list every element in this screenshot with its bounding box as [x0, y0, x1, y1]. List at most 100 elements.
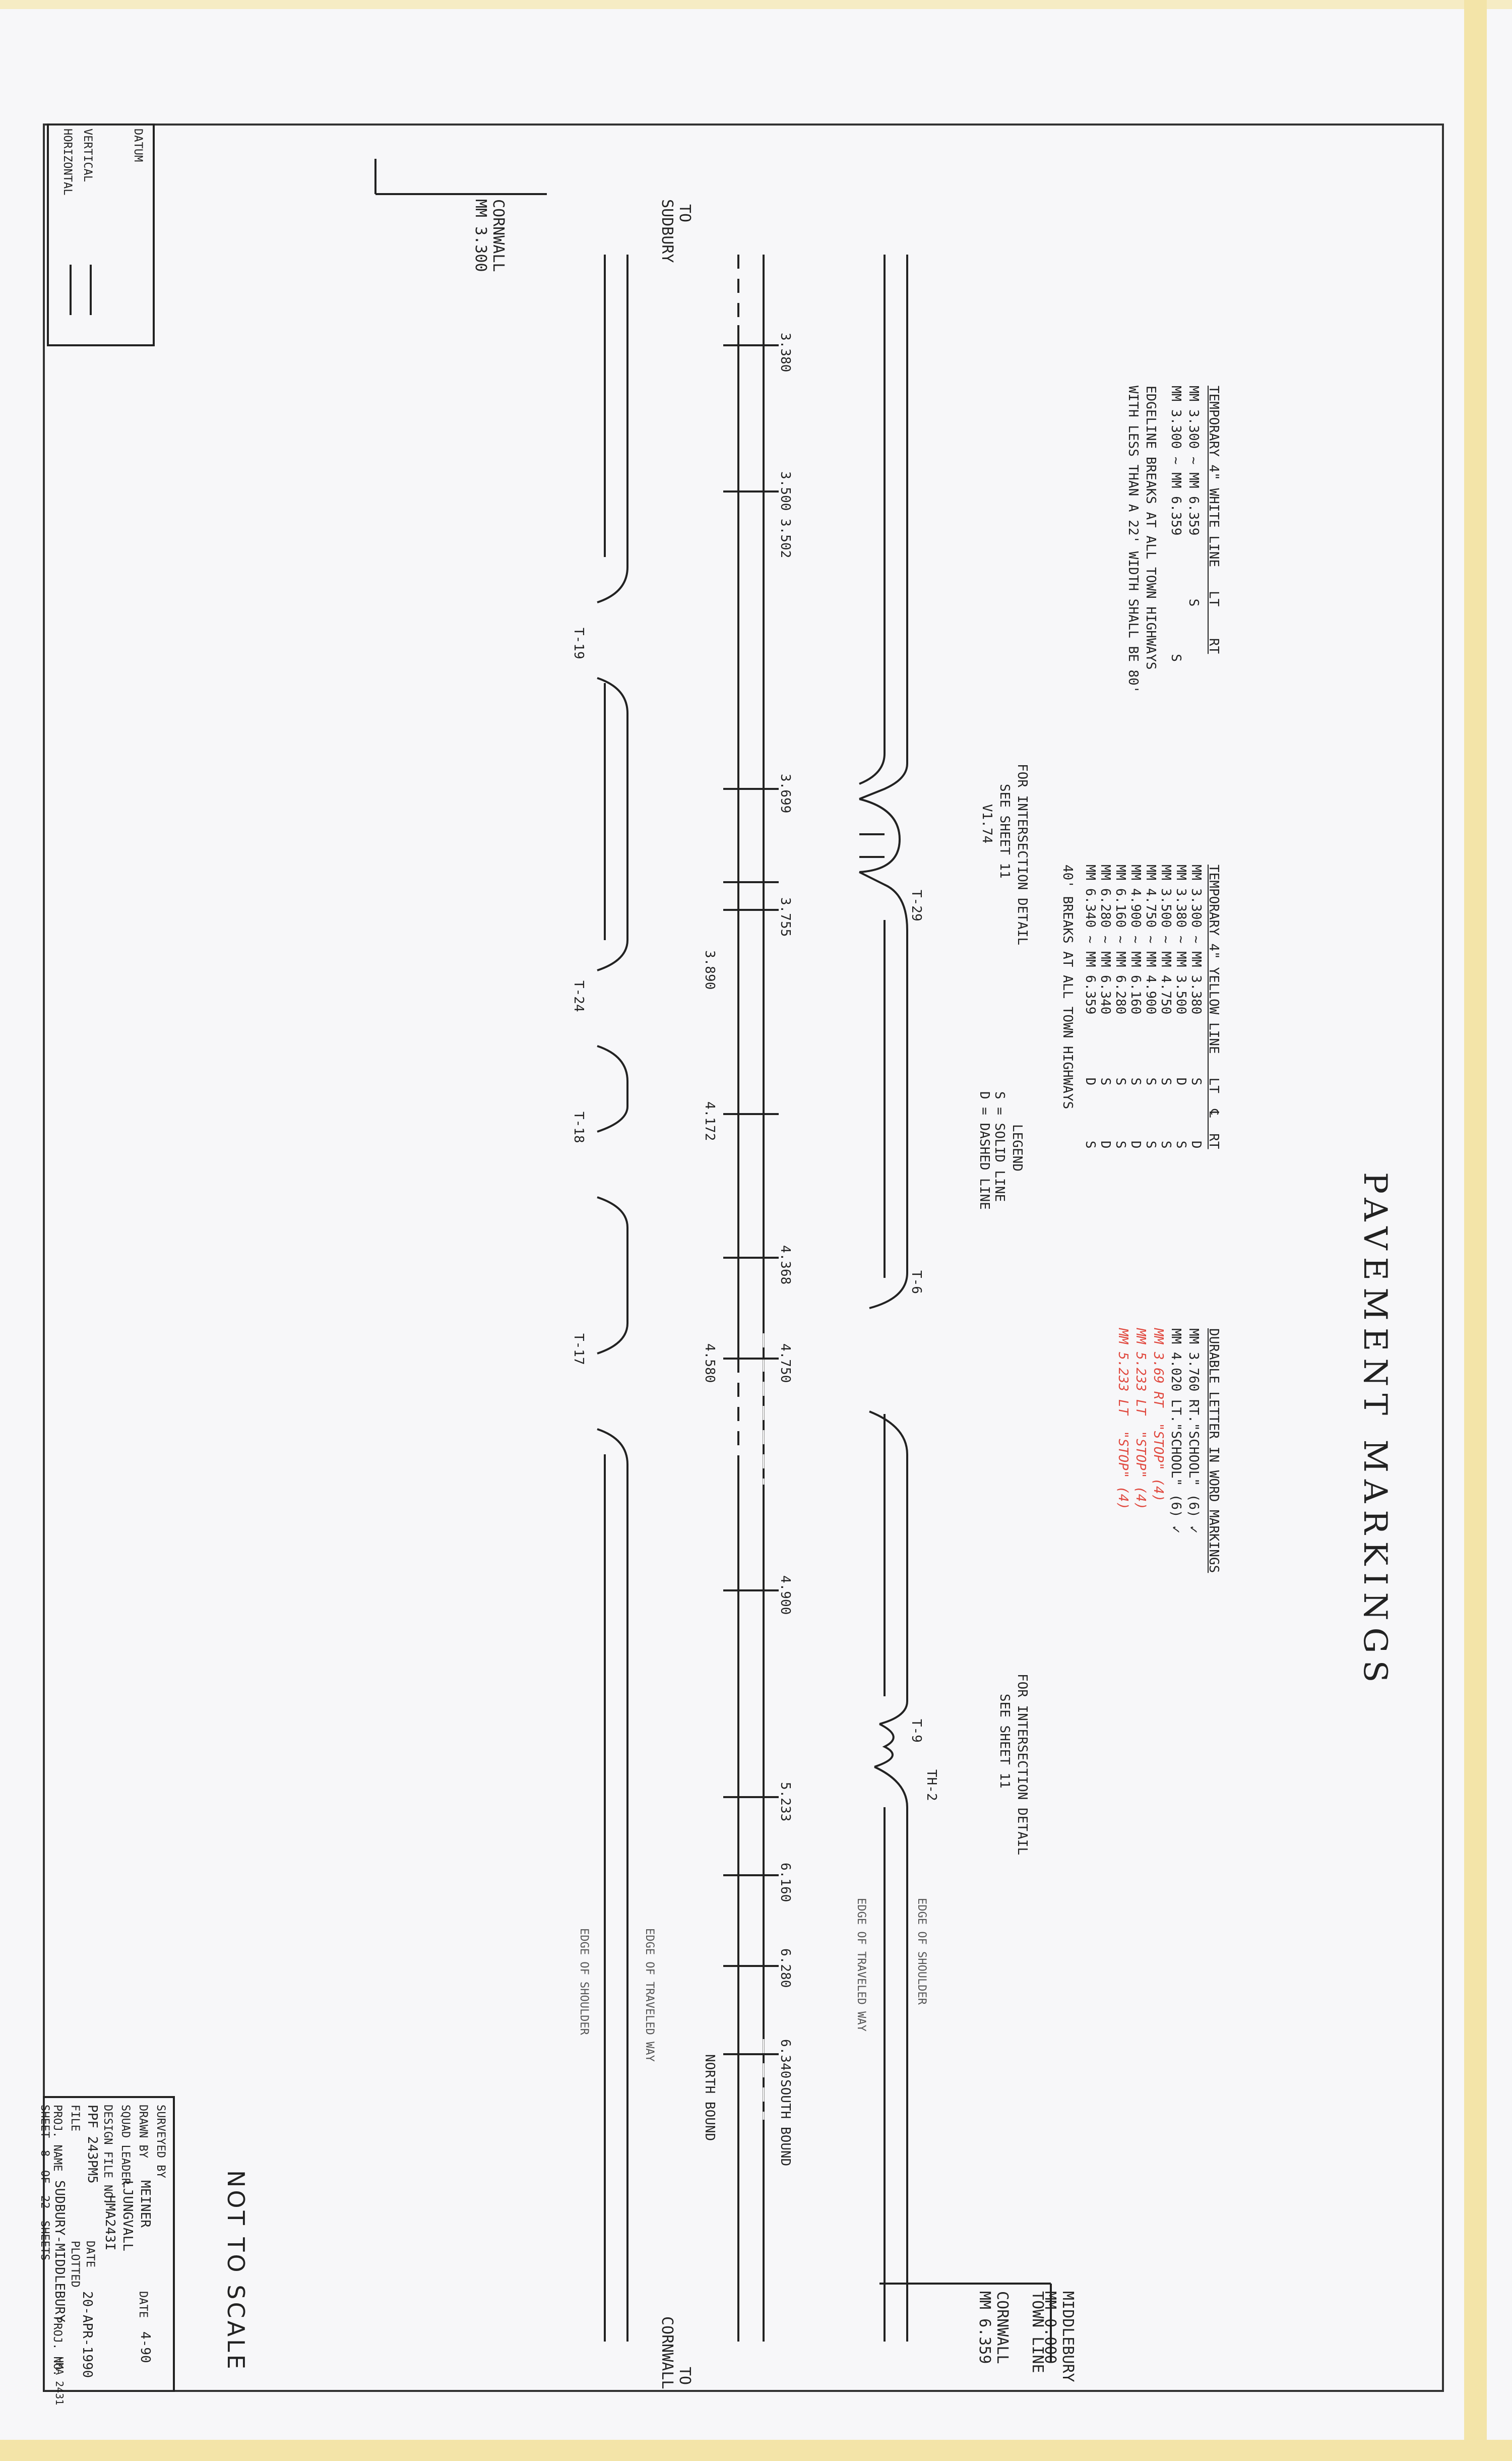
north-shoulder-seg4 — [874, 1766, 908, 2342]
intersection-note-2-line2: SEE SHEET 11 — [997, 1694, 1012, 1789]
datum-horizontal-label: HORIZONTAL — [61, 129, 74, 196]
legend-heading: LEGEND — [1010, 1124, 1025, 1172]
station-ticks — [723, 344, 779, 2055]
west-place: CORNWALL — [489, 199, 507, 272]
road-t18: T-18 — [571, 1112, 586, 1143]
yellow-line-row-5: MM 4.900 ~ MM 6.160 S D — [1128, 865, 1143, 1149]
south-traveled-seg3 — [597, 1045, 628, 1133]
tb-drawn-date: 4-90 — [138, 2331, 153, 2363]
title-block — [43, 2096, 175, 2392]
sheet-yellow-edge — [1464, 0, 1487, 2461]
intersection-note-1-station: V1.74 — [979, 804, 994, 844]
west-dir-to: TO — [676, 204, 694, 223]
tb-file-label: FILE — [69, 2105, 81, 2131]
tb-plotted-label: PLOTTED — [69, 2241, 81, 2288]
durable-handwritten-3: MM 5.233 LT "STOP" (4) — [1115, 1328, 1130, 1510]
road-t17: T-17 — [571, 1333, 586, 1365]
tb-sheet-no: 8 — [38, 2150, 51, 2157]
tb-of-label: OF — [38, 2170, 51, 2184]
label-south-bound: SOUTH BOUND — [778, 2079, 793, 2167]
station-4900: 4.900 — [778, 1575, 793, 1615]
legend-dashed: D = DASHED LINE — [977, 1091, 992, 1210]
legend-solid: S = SOLID LINE — [992, 1091, 1007, 1202]
intersection-note-2-line1: FOR INTERSECTION DETAIL — [1015, 1674, 1030, 1856]
south-traveled-seg5 — [597, 1428, 628, 2342]
north-traveled-seg1 — [859, 255, 886, 785]
durable-header: DURABLE LETTER IN WORD MARKINGS — [1206, 1328, 1221, 1573]
tb-surveyed-by: SURVEYED BY — [154, 2105, 167, 2178]
tb-plotted-date: 20-APR-1990 — [80, 2291, 95, 2378]
durable-handwritten-1: MM 3.69 RT "STOP" (4) — [1151, 1328, 1166, 1502]
tb-proj-no: HMA 2431 — [53, 2357, 66, 2406]
east-place2: MIDDLEBURY — [1059, 2291, 1077, 2382]
station-3500: 3.500 3.502 — [778, 471, 793, 559]
intersection-note-1-line2: SEE SHEET 11 — [997, 784, 1012, 879]
east-mm1: MM 6.359 — [976, 2291, 993, 2364]
tb-squad-leader: SQUAD LEADER — [119, 2105, 132, 2185]
station-3699: 3.699 — [778, 774, 793, 814]
station-3380: 3.380 — [778, 333, 793, 373]
label-north-edge-traveled: EDGE OF TRAVELED WAY — [855, 1898, 867, 2032]
white-line-note-1: EDGELINE BREAKS AT ALL TOWN HIGHWAYS — [1143, 386, 1158, 670]
station-6340: 6.340 — [778, 2039, 793, 2079]
sheet-bottom-edge — [0, 2440, 1512, 2461]
road-t9: T-9 — [909, 1719, 924, 1743]
station-4580: 4.580 — [702, 1343, 717, 1383]
datum-vertical-label: VERTICAL — [81, 129, 94, 182]
station-4368: 4.368 — [778, 1245, 793, 1285]
tb-date2-label: DATE — [84, 2241, 96, 2267]
north-shoulder-seg1 — [859, 255, 908, 800]
tb-sheet-label: SHEET — [38, 2105, 51, 2138]
south-traveled-seg1 — [597, 255, 628, 603]
yellow-line-note: 40' BREAKS AT ALL TOWN HIGHWAYS — [1060, 865, 1075, 1110]
station-3755: 3.755 — [778, 897, 793, 937]
south-traveled-seg4 — [597, 1196, 628, 1355]
tb-squad-name: LJUNGVALL — [120, 2180, 135, 2251]
not-to-scale-note: NOT TO SCALE — [222, 2170, 249, 2372]
yellow-line-row-4: MM 4.750 ~ MM 4.900 S S — [1143, 865, 1158, 1149]
west-mm: MM 3.300 — [472, 199, 489, 272]
yellow-line-row-7: MM 6.280 ~ MM 6.340 S D — [1098, 865, 1113, 1149]
north-shoulder-seg2 — [859, 871, 908, 1309]
road-t6: T-6 — [909, 1270, 924, 1294]
intersection-note-1-line1: FOR INTERSECTION DETAIL — [1015, 764, 1030, 946]
durable-row-2: MM 4.020 LT."SCHOOL" (6) ✓ — [1168, 1328, 1183, 1533]
tb-sheets-total: 22 — [38, 2195, 51, 2209]
datum-box — [47, 124, 155, 346]
south-traveled-seg2 — [597, 677, 628, 971]
white-line-note-2: WITH LESS THAN A 22' WIDTH SHALL BE 80' — [1125, 386, 1141, 694]
yellow-line-row-2: MM 3.380 ~ MM 3.500 D S — [1173, 865, 1188, 1149]
yellow-line-row-6: MM 6.160 ~ MM 6.280 S S — [1113, 865, 1128, 1149]
road-t24: T-24 — [571, 980, 586, 1012]
datum-heading: DATUM — [132, 129, 144, 162]
station-4750: 4.750 — [778, 1343, 793, 1383]
tb-sheets-label: SHEETS — [38, 2221, 51, 2261]
yellow-line-row-1: MM 3.300 ~ MM 3.380 S D — [1188, 865, 1204, 1149]
roadway-plan — [43, 124, 1052, 2392]
west-dir-place: SUDBURY — [658, 199, 676, 263]
north-intersection-1 — [859, 798, 901, 873]
drawing-frame — [43, 124, 1444, 2392]
station-3890: 3.890 — [702, 950, 717, 990]
north-intersection-1-lanes — [859, 833, 885, 858]
durable-row-1: MM 3.760 RT."SCHOOL" (6) ✓ — [1186, 1328, 1201, 1533]
yellow-line-row-8: MM 6.340 ~ MM 6.359 D S — [1083, 865, 1098, 1149]
station-4172: 4.172 — [702, 1101, 717, 1141]
label-north-edge-shoulder: EDGE OF SHOULDER — [915, 1898, 928, 2005]
tb-proj-name: SUDBURY-MIDDLEBURY — [52, 2180, 67, 2322]
east-place1: CORNWALL — [993, 2291, 1011, 2364]
east-dir-to: TO — [676, 2367, 694, 2385]
label-south-edge-shoulder: EDGE OF SHOULDER — [578, 1928, 590, 2035]
yellow-line-header: TEMPORARY 4" YELLOW LINE LT ℄ RT — [1206, 865, 1221, 1149]
tb-design-file-label: DESIGN FILE NO. — [101, 2105, 114, 2205]
station-6160: 6.160 — [778, 1863, 793, 1902]
tb-drawn-name: MEINER — [138, 2180, 153, 2228]
label-north-bound: NORTH BOUND — [702, 2054, 717, 2141]
label-south-edge-traveled: EDGE OF TRAVELED WAY — [643, 1928, 656, 2062]
road-t19: T-19 — [571, 628, 586, 659]
east-dir-place: CORNWALL — [658, 2316, 676, 2389]
sheet-title: PAVEMENT MARKINGS — [1356, 1172, 1394, 1690]
north-intersection-2 — [874, 1723, 895, 1768]
east-mm2: MM 0.000 — [1041, 2291, 1059, 2364]
